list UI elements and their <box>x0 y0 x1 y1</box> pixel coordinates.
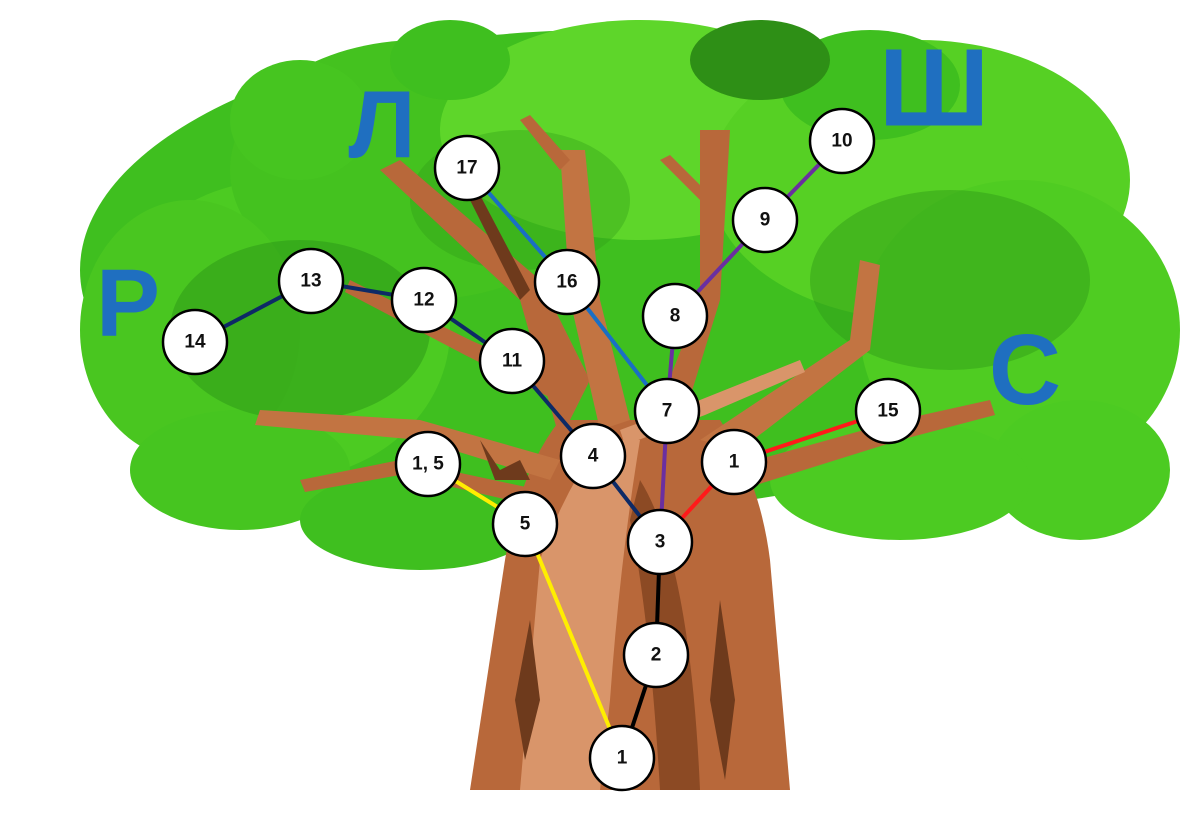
node-n9: 9 <box>731 186 799 254</box>
node-label: 2 <box>651 645 662 666</box>
node-label: 1 <box>617 748 628 769</box>
node-label: 16 <box>556 272 577 293</box>
node-n17: 17 <box>433 134 501 202</box>
node-label: 17 <box>456 158 477 179</box>
node-n2: 2 <box>622 621 690 689</box>
node-n13: 13 <box>277 247 345 315</box>
node-circle <box>277 247 345 315</box>
node-circle <box>533 248 601 316</box>
node-label: 12 <box>413 290 434 311</box>
node-label: 10 <box>831 131 852 152</box>
letter-l: Л <box>348 72 415 179</box>
node-label: 8 <box>670 306 681 327</box>
node-circle <box>622 621 690 689</box>
node-label: 1 <box>729 452 740 473</box>
node-n1b: 1 <box>700 428 768 496</box>
letter-sh: Ш <box>879 27 990 150</box>
node-n10: 10 <box>808 107 876 175</box>
node-circle <box>390 266 458 334</box>
node-n12: 12 <box>390 266 458 334</box>
node-circle <box>491 490 559 558</box>
node-label: 14 <box>184 332 206 353</box>
node-label: 11 <box>502 351 523 372</box>
node-label: 4 <box>588 446 599 467</box>
letter-s: С <box>989 314 1061 426</box>
node-label: 1, 5 <box>412 454 444 475</box>
node-n3: 3 <box>626 508 694 576</box>
node-n7: 7 <box>633 377 701 445</box>
node-n1a: 1 <box>588 724 656 792</box>
node-circle <box>478 327 546 395</box>
node-circle <box>559 422 627 490</box>
node-label: 3 <box>655 532 666 553</box>
node-circle <box>808 107 876 175</box>
node-circle <box>433 134 501 202</box>
node-circle <box>731 186 799 254</box>
node-circle <box>161 308 229 376</box>
node-n16: 16 <box>533 248 601 316</box>
node-label: 5 <box>520 514 531 535</box>
node-n14: 14 <box>161 308 229 376</box>
node-circle <box>394 430 462 498</box>
node-label: 9 <box>760 210 771 231</box>
node-n5: 5 <box>491 490 559 558</box>
node-label: 7 <box>662 401 673 422</box>
node-n11: 11 <box>478 327 546 395</box>
node-n8: 8 <box>641 282 709 350</box>
node-circle <box>854 377 922 445</box>
node-label: 15 <box>877 401 899 422</box>
node-circle <box>588 724 656 792</box>
node-circle <box>700 428 768 496</box>
node-n15a: 1, 5 <box>394 430 462 498</box>
node-circle <box>641 282 709 350</box>
edge-n1a-n5 <box>523 523 624 759</box>
node-n15: 15 <box>854 377 922 445</box>
node-n4: 4 <box>559 422 627 490</box>
tree-letters: Р Л Ш С <box>96 27 1061 427</box>
node-label: 13 <box>300 271 321 292</box>
node-circle <box>626 508 694 576</box>
node-circle <box>633 377 701 445</box>
letter-r: Р <box>96 250 160 357</box>
